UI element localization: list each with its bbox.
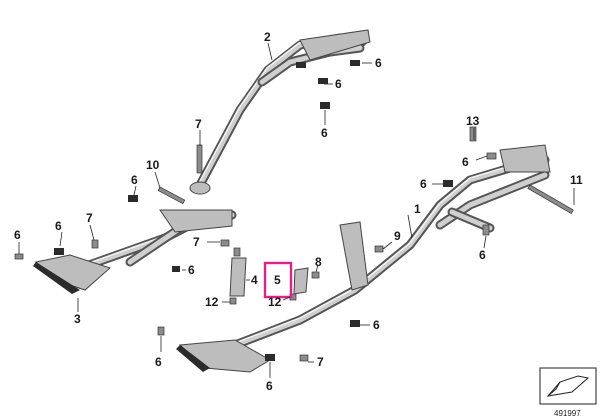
leader-lines <box>18 42 575 378</box>
callout-7d: 7 <box>317 355 324 369</box>
rubber-buffer-icon <box>296 62 306 68</box>
callout-5: 5 <box>274 273 281 287</box>
callout-7b: 7 <box>86 211 93 225</box>
part-1-main-frame <box>157 126 574 373</box>
callout-4: 4 <box>251 273 258 287</box>
callout-9: 9 <box>394 229 401 243</box>
reference-number: 491997 <box>554 409 581 418</box>
callout-labels: 1 2 3 4 5 6 6 6 6 6 6 6 6 6 6 6 6 6 6 6 … <box>14 30 583 393</box>
part-2-upper-frame <box>189 29 371 195</box>
callout-6c: 6 <box>321 126 328 140</box>
callout-7c: 7 <box>193 235 200 249</box>
callout-6d: 6 <box>131 173 138 187</box>
callout-8: 8 <box>315 255 322 269</box>
callout-10: 10 <box>146 158 160 172</box>
callout-6m: 6 <box>266 379 273 393</box>
callout-6i: 6 <box>420 177 427 191</box>
callout-6a: 6 <box>375 56 382 70</box>
callout-1: 1 <box>414 202 421 216</box>
callout-6b: 6 <box>335 77 342 91</box>
arrow-icon <box>546 375 590 397</box>
callout-6e: 6 <box>55 219 62 233</box>
callout-6f: 6 <box>14 228 21 242</box>
brackets-4-5 <box>172 239 320 305</box>
callout-12b: 12 <box>268 295 282 309</box>
callout-7a: 7 <box>195 117 202 131</box>
part-3-lower-left-frame <box>14 144 237 294</box>
callout-6g: 6 <box>188 263 195 277</box>
callout-6l: 6 <box>155 355 162 369</box>
reference-box: 491997 <box>539 367 597 418</box>
callout-2: 2 <box>264 30 271 44</box>
callout-3: 3 <box>74 312 81 326</box>
highlighted-part-5-box <box>263 261 293 299</box>
callout-6j: 6 <box>479 248 486 262</box>
callout-11: 11 <box>570 173 583 187</box>
callout-13: 13 <box>466 114 480 128</box>
callout-12a: 12 <box>205 295 219 309</box>
callout-6h: 6 <box>462 155 469 169</box>
callout-6k: 6 <box>373 318 380 332</box>
